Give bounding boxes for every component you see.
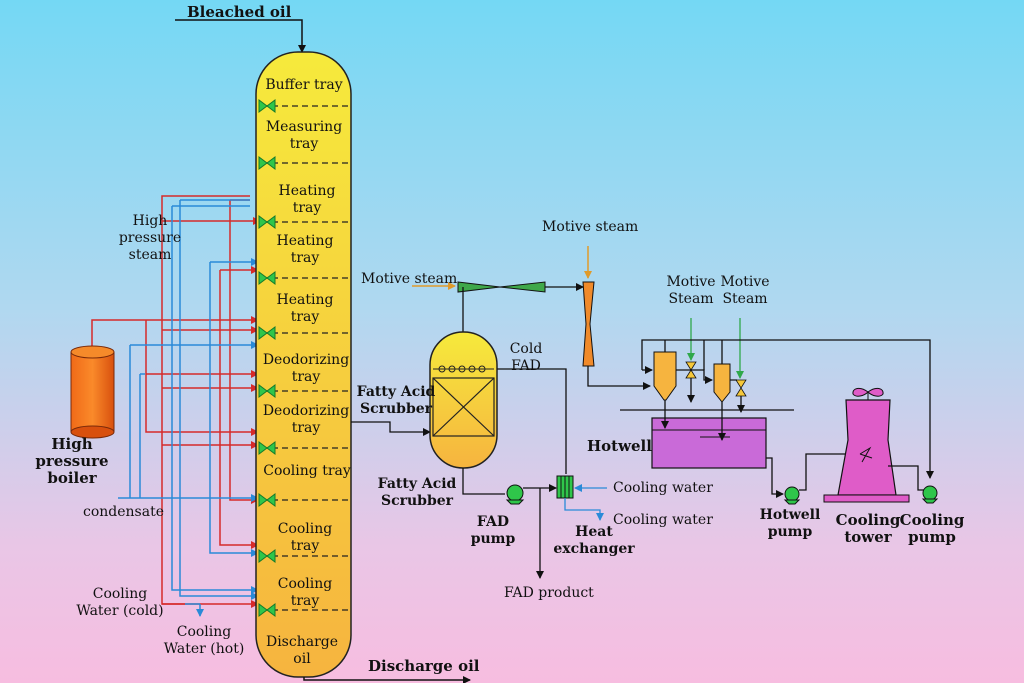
bleached-oil-label: Bleached oil — [187, 3, 292, 21]
motive-steam-label: Motive steam — [361, 271, 458, 287]
tray-label: Deodorizing tray — [262, 352, 350, 385]
ejector-2 — [582, 246, 651, 390]
tray-label: Cooling tray — [277, 521, 333, 554]
ejector-1 — [412, 281, 584, 332]
high-pressure-boiler — [70, 345, 115, 439]
tray-label: Buffer tray — [265, 77, 343, 93]
fad-pump-label: FAD pump — [470, 514, 516, 547]
discharge-oil-outlet — [303, 676, 471, 683]
barometric-condensers — [641, 318, 934, 479]
valve-icon — [258, 326, 276, 340]
valve-icon — [258, 384, 276, 398]
valve-icon — [258, 441, 276, 455]
condensate-label: condensate — [83, 504, 164, 520]
boiler-label: High pressure boiler — [35, 435, 109, 487]
tray-label: Cooling tray — [277, 576, 333, 609]
cooling-pump — [921, 485, 939, 504]
fad-product-label: FAD product — [504, 585, 594, 601]
cooling-tower-label: Cooling tower — [835, 511, 901, 546]
cooling-water-in-label: Cooling water — [613, 480, 713, 496]
scrubber-side-label: Fatty Acid Scrubber — [356, 384, 436, 417]
tray-label: Measuring tray — [265, 119, 343, 152]
cooling-pump-label: Cooling pump — [899, 511, 965, 546]
cooling-tower — [823, 387, 926, 503]
valve-icon — [258, 271, 276, 285]
hotwell-pump-label: Hotwell pump — [759, 507, 821, 540]
fad-pump — [505, 484, 557, 579]
cooling-water-out-label: Cooling water — [613, 512, 713, 528]
tray-separators — [262, 105, 350, 611]
motive-steam-1-label: Motive Steam — [666, 274, 716, 307]
vapor-line-to-scrubber — [351, 421, 431, 436]
motive-steam-top-label: Motive steam — [542, 219, 639, 235]
hotwell-tank — [620, 409, 794, 498]
tray-valves — [258, 99, 276, 617]
high-pressure-steam-label: High pressure steam — [118, 213, 182, 263]
cooling-water-cold-label: Cooling Water (cold) — [76, 586, 164, 619]
heat-exchanger — [556, 475, 607, 521]
tray-label: Cooling tray — [263, 463, 351, 479]
motive-steam-2-label: Motive Steam — [720, 274, 770, 307]
heat-exchanger-label: Heat exchanger — [553, 524, 635, 557]
scrubber-bottom-label: Fatty Acid Scrubber — [377, 476, 457, 509]
bleached-oil-inlet — [175, 19, 306, 53]
tray-label: Discharge oil — [265, 634, 339, 667]
tray-label: Heating tray — [276, 233, 334, 266]
valve-icon — [258, 215, 276, 229]
valve-icon — [258, 549, 276, 563]
hotwell-label: Hotwell — [587, 437, 652, 455]
tray-label: Heating tray — [276, 292, 334, 325]
hotwell-pump — [783, 450, 861, 505]
valve-icon — [258, 603, 276, 617]
cooling-water-hot-label: Cooling Water (hot) — [163, 624, 245, 657]
fatty-acid-scrubber — [429, 331, 567, 495]
tray-label: Deodorizing tray — [262, 403, 350, 436]
tray-label: Heating tray — [278, 183, 336, 216]
valve-icon — [258, 493, 276, 507]
valve-icon — [258, 156, 276, 170]
water-lines — [118, 199, 259, 617]
discharge-oil-label: Discharge oil — [368, 657, 480, 675]
cold-fad-label: Cold FAD — [509, 341, 543, 374]
valve-icon — [258, 99, 276, 113]
